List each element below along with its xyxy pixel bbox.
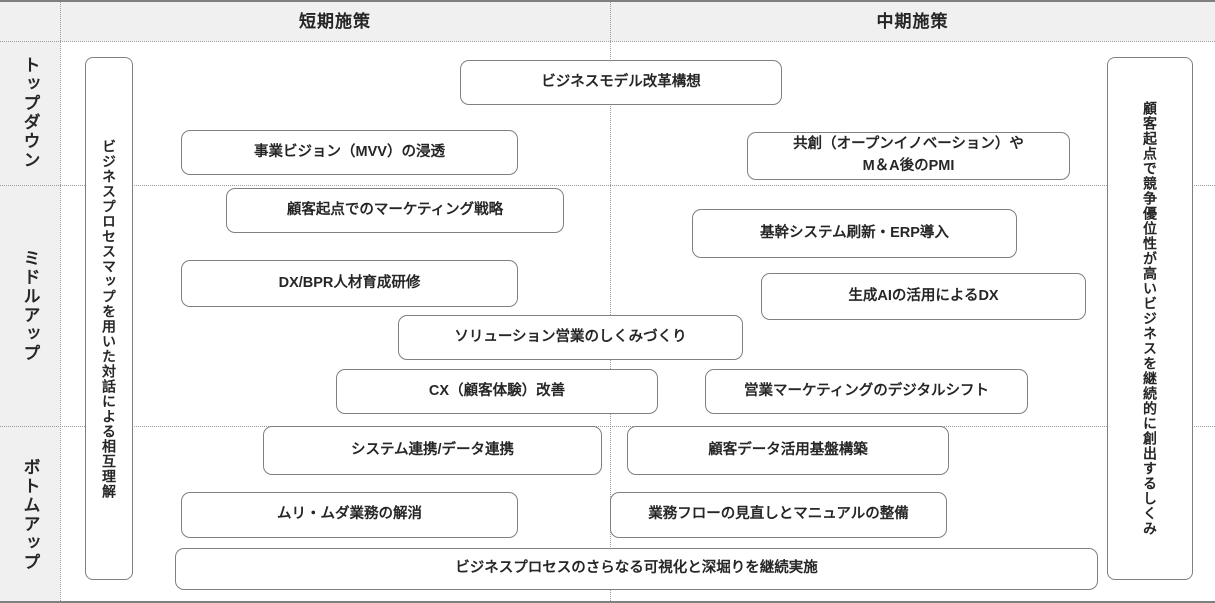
box-cx-improvement[interactable]: CX（顧客体験）改善: [336, 369, 658, 414]
row-label-band-middle-up: [0, 185, 60, 426]
box-core-system-erp[interactable]: 基幹システム刷新・ERP導入: [692, 209, 1017, 258]
box-sales-marketing-digital-shift[interactable]: 営業マーケティングのデジタルシフト: [705, 369, 1028, 414]
box-vision-mvv[interactable]: 事業ビジョン（MVV）の浸透: [181, 130, 518, 175]
box-workflow-manual-maintenance[interactable]: 業務フローの見直しとマニュアルの整備: [610, 492, 947, 538]
row-label-band-top-down: [0, 41, 60, 185]
column-header-mid-term: 中期施策: [876, 12, 949, 31]
box-muri-muda-elimination[interactable]: ムリ・ムダ業務の解消: [181, 492, 518, 538]
column-header-band: [0, 2, 1215, 41]
box-generative-ai-dx[interactable]: 生成AIの活用によるDX: [761, 273, 1086, 320]
box-customer-data-platform[interactable]: 顧客データ活用基盤構築: [627, 426, 949, 475]
box-dx-bpr-training[interactable]: DX/BPR人材育成研修: [181, 260, 518, 307]
column-header-short-term: 短期施策: [299, 12, 371, 31]
row-label-middle-up: ミドルアップ: [20, 248, 40, 363]
divider-short-mid-term: [610, 2, 611, 601]
pillar-right-competitive-advantage: 顧客起点で競争優位性が高いビジネスを継続的に創出するしくみ: [1107, 57, 1193, 580]
box-solution-sales[interactable]: ソリューション営業のしくみづくり: [398, 315, 743, 360]
box-business-model-reform[interactable]: ビジネスモデル改革構想: [460, 60, 782, 105]
box-system-data-integration[interactable]: システム連携/データ連携: [263, 426, 602, 475]
row-label-bottom-up: ボトムアップ: [20, 457, 40, 572]
box-customer-marketing-strategy[interactable]: 顧客起点でのマーケティング戦略: [226, 188, 564, 233]
divider-header-bottom: [0, 41, 1215, 42]
pillar-left-mutual-understanding: ビジネスプロセスマップを用いた対話による相互理解: [85, 57, 133, 580]
divider-middleup-bottomup: [0, 426, 1215, 427]
divider-topdown-middleup: [0, 185, 1215, 186]
box-process-visualization-continuous[interactable]: ビジネスプロセスのさらなる可視化と深堀りを継続実施: [175, 548, 1098, 590]
row-label-top-down: トップダウン: [20, 56, 40, 170]
row-label-band-bottom-up: [0, 426, 60, 601]
divider-rowlabel-column: [60, 2, 61, 601]
